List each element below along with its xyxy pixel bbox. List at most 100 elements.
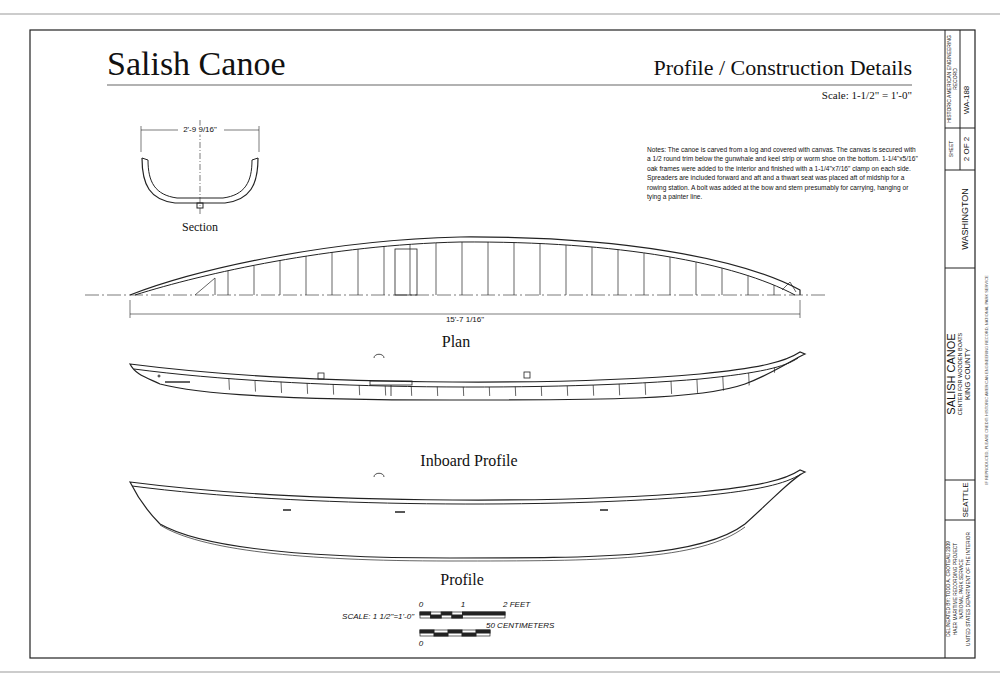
drawing-part [0, 14, 1000, 672]
scale-label: SCALE: 1 1/2"=1'-0" [342, 613, 414, 622]
hull-section-inner [148, 160, 252, 198]
title-block-text: HISTORIC AMERICAN ENGINEERING RECORD [947, 33, 958, 125]
title-block-text: CENTER FOR WOODEN BOATS [957, 333, 963, 415]
frame [540, 230, 541, 295]
frame [774, 360, 776, 402]
frame [488, 230, 489, 295]
sheet-rule [0, 672, 1000, 673]
frame [618, 360, 620, 402]
frame [670, 230, 671, 295]
clamp [134, 358, 798, 387]
scale-note: Scale: 1-1/2" = 1'-0" [822, 89, 912, 101]
bolt [782, 282, 796, 292]
title-block-line [945, 480, 975, 481]
scale-tick: 50 CENTIMETERS [486, 622, 554, 631]
frame [254, 230, 255, 295]
sheet-rule [0, 14, 1000, 15]
title-block-text: 2 OF 2 [963, 137, 972, 161]
keel-strip [160, 525, 745, 561]
spreader [318, 373, 324, 379]
title-rule [107, 85, 912, 86]
title-block-text: WASHINGTON [961, 188, 971, 250]
dimension-line [224, 130, 259, 131]
extension-line [800, 300, 801, 318]
scale-bar [476, 630, 490, 633]
frame [540, 360, 542, 402]
title-block-text: KING COUNTY [964, 348, 972, 400]
frame [644, 230, 645, 295]
view-label: Inboard Profile [420, 452, 517, 470]
gunwale [142, 158, 258, 160]
frames [228, 360, 776, 402]
frame [280, 360, 282, 402]
view-label: Plan [442, 333, 470, 351]
dimension: 15'-7 1/16" [444, 316, 486, 325]
scale-bar [420, 612, 505, 618]
notes: Notes: The canoe is carved from a log an… [647, 145, 919, 201]
sheet-border [30, 30, 975, 658]
frame [228, 230, 229, 295]
sheet-title: Salish Canoe [107, 45, 285, 82]
hull-inboard [130, 352, 805, 400]
hull-profile [130, 470, 805, 558]
frame [722, 360, 724, 402]
frame [462, 230, 463, 295]
extension-line [130, 300, 131, 318]
spreader [165, 381, 190, 382]
plan-outline [130, 237, 800, 295]
hull-section [142, 158, 258, 203]
frame [566, 360, 568, 402]
frame [514, 230, 515, 295]
title-block-text: HAER MARITIME RECORDING PROJECT [953, 543, 958, 635]
title-block-line [945, 170, 975, 171]
frame [436, 360, 438, 402]
frame [696, 360, 698, 402]
scale-tick: 1 [461, 601, 465, 610]
spreader [195, 278, 215, 295]
title-block-line [945, 128, 975, 129]
frame [618, 230, 619, 295]
frame [228, 360, 230, 402]
title-block-text: NATIONAL PARK SERVICE [959, 559, 964, 619]
frame [722, 230, 723, 295]
frame [670, 360, 672, 402]
bolt [158, 375, 160, 377]
extension-line [259, 126, 260, 152]
frame [592, 230, 593, 295]
painter-ring [374, 473, 384, 477]
scale-tick: 2 FEET [503, 601, 530, 610]
scale-bar [452, 615, 463, 618]
frame [306, 230, 307, 295]
fastening [283, 510, 608, 512]
frames [228, 230, 774, 295]
scale-bar [448, 630, 462, 633]
title-block-line [945, 520, 975, 521]
frame [332, 230, 333, 295]
credit-line: IF REPRODUCED, PLEASE CREDIT: HISTORIC A… [985, 275, 989, 484]
frame [774, 230, 775, 295]
dimension: 2'-9 9/16" [181, 126, 219, 135]
frame [280, 230, 281, 295]
extension-line [141, 126, 142, 152]
sheet-subtitle: Profile / Construction Details [654, 56, 912, 80]
spreader [524, 372, 530, 378]
title-block-text: UNITED STATES DEPARTMENT OF THE INTERIOR [966, 532, 971, 646]
title-block-text: WA-188 [963, 86, 972, 115]
frame [410, 230, 411, 295]
frame [306, 360, 308, 402]
frame [462, 360, 464, 402]
frame [488, 360, 490, 402]
frame [566, 230, 567, 295]
frame [332, 360, 334, 402]
thwart-seat [395, 249, 417, 295]
title-block-text: SHEET [949, 141, 955, 158]
frame [592, 360, 594, 402]
scale-bar [420, 630, 434, 633]
title-block-line [945, 268, 975, 269]
frame [358, 360, 360, 402]
view-label: Profile [440, 571, 484, 589]
frame [514, 360, 516, 402]
centerline [85, 295, 825, 296]
